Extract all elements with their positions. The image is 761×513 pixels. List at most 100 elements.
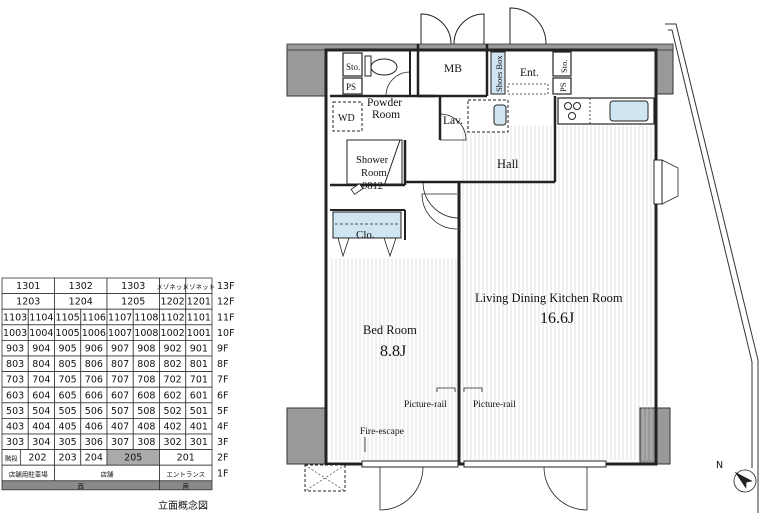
ldk-label: Living Dining Kitchen Room — [475, 291, 623, 305]
elevation-cell-label: 1002 — [161, 328, 185, 339]
ldk-size: 16.6J — [540, 310, 574, 327]
elevation-cell-label: 1303 — [121, 281, 145, 292]
closet-door-left — [337, 237, 350, 258]
elevation-cell-label: 203 — [59, 453, 77, 464]
elevation-cell-label: 1008 — [134, 328, 158, 339]
elevation-cell-label: 603 — [6, 390, 24, 401]
elevation-cell-label: 306 — [85, 437, 103, 448]
floor-label: 7F — [217, 375, 229, 386]
lavatory-label: Lav. — [443, 115, 463, 127]
powder-room-label-2: Room — [372, 109, 400, 121]
elevation-cell-label: 1108 — [134, 312, 158, 323]
floor-label: 4F — [217, 422, 229, 433]
hall-label: Hall — [497, 157, 519, 171]
elevation-caption: 立面概念図 — [158, 499, 208, 512]
bedroom-floor-hatching — [331, 258, 457, 460]
elevation-cell-label: 302 — [164, 437, 182, 448]
elevation-cell-label: 1104 — [29, 312, 53, 323]
elevation-cell-label: 店舗 — [101, 469, 115, 478]
elevation-cell-label: 1006 — [82, 328, 106, 339]
elevation-cell-label: メゾネット — [183, 283, 216, 291]
structural-wall-left-lower — [286, 407, 326, 465]
elevation-cell-label: 601 — [190, 390, 208, 401]
elevation-cell-label: 801 — [190, 359, 208, 370]
stove-burner-icon-2 — [573, 102, 581, 110]
elevation-cell-label: 507 — [111, 406, 129, 417]
elevation-cell-label: 905 — [59, 344, 77, 355]
elevation-cell-label: 706 — [85, 375, 103, 386]
bedroom-label: Bed Room — [363, 323, 417, 337]
elevation-cell-label: 806 — [85, 359, 103, 370]
powder-door-swing — [385, 71, 411, 97]
elevation-cell-label: 403 — [6, 422, 24, 433]
toilet-icon — [370, 58, 398, 76]
elevation-base-label: 南 — [183, 481, 190, 490]
elevation-cell-label: 401 — [190, 422, 208, 433]
elevation-cell-label: 606 — [85, 390, 103, 401]
elevation-cell-label: 1107 — [108, 312, 132, 323]
storage-right-label: Sto. — [559, 60, 569, 73]
picture-rail-right-label: Picture-rail — [473, 400, 516, 410]
elevation-cell-label: 504 — [32, 406, 50, 417]
ps-right — [552, 77, 572, 95]
elevation-cell-label: 804 — [32, 359, 50, 370]
elevation-cell-label: 301 — [190, 437, 208, 448]
floor-label: 6F — [217, 390, 229, 401]
storage-top-left — [342, 52, 363, 77]
elevation-cell-label: 店舗用駐車場 — [9, 469, 49, 478]
elevation-base-band — [159, 480, 213, 491]
elevation-cell-label: 階段 — [5, 454, 19, 463]
elevation-cell-label: 307 — [111, 437, 129, 448]
elevation-cell-label: 1205 — [121, 297, 145, 308]
elevation-cell-label: 807 — [111, 359, 129, 370]
elevation-base-label: 西 — [78, 482, 85, 490]
elevation-cell-label: 803 — [6, 359, 24, 370]
entrance-door-swing — [509, 7, 547, 45]
elevation-cell-label: 405 — [59, 422, 77, 433]
elevation-cell-label: メゾネット — [156, 283, 189, 291]
shower-head-icon — [350, 183, 364, 195]
elevation-cell-label: 908 — [137, 344, 155, 355]
elevation-cell-label: 1003 — [3, 328, 27, 339]
elevation-cell-label: 202 — [28, 453, 46, 464]
elevation-cell-label: 406 — [85, 422, 103, 433]
elevation-cell-label: 407 — [111, 422, 129, 433]
elevation-cell-label: 506 — [85, 406, 103, 417]
shoes-box-label: Shoes Box — [494, 55, 504, 92]
elevation-cell-label: 304 — [32, 437, 50, 448]
mb-door-right — [453, 13, 485, 45]
elevation-cell-label: 901 — [190, 344, 208, 355]
elevation-cell-label: 402 — [164, 422, 182, 433]
ps-right-label: PS — [558, 82, 568, 92]
powder-room-label: Powder — [367, 97, 402, 109]
shower-room-label-2: Room — [361, 168, 387, 179]
closet-label: Clo. — [356, 229, 375, 241]
storage-top-left-label: Sto. — [346, 62, 360, 72]
floor-label: 8F — [217, 359, 229, 370]
elevation-cell-label: 1005 — [56, 328, 80, 339]
structural-wall-left-upper — [286, 45, 326, 97]
elevation-cell-label: 1103 — [3, 312, 27, 323]
ps-top-left-label: PS — [346, 82, 356, 92]
toilet-tank — [364, 55, 372, 77]
elevation-cell-label: 1102 — [161, 312, 185, 323]
balcony-door-right — [543, 466, 588, 511]
lav-door-swing — [439, 113, 467, 141]
elevation-cell-label: 1101 — [187, 312, 211, 323]
hall-door-swing — [422, 181, 460, 219]
elevation-cell-label: 705 — [59, 375, 77, 386]
elevation-cell-label: エントランス — [166, 470, 205, 478]
floor-label: 1F — [217, 468, 229, 479]
picture-rail-left-marker — [436, 387, 456, 392]
storage-right — [552, 51, 572, 77]
floor-label: 5F — [217, 406, 229, 417]
outdoor-unit — [304, 464, 346, 492]
shower-room — [346, 139, 403, 185]
window-bottom-ldk — [463, 460, 607, 468]
stove-burner-icon-1 — [564, 102, 572, 110]
north-arrow-icon — [733, 469, 757, 493]
elevation-cell-label: 503 — [6, 406, 24, 417]
elevation-cell-label: 808 — [137, 359, 155, 370]
elevation-cell-label: 1202 — [161, 297, 185, 308]
